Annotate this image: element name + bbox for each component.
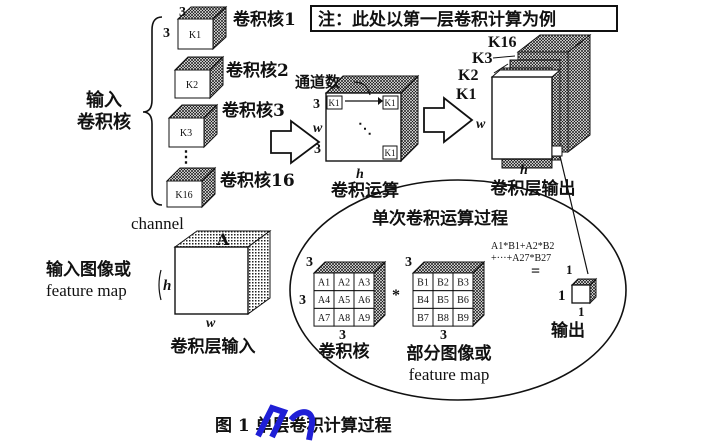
kernel-2-label: 卷积核2	[225, 60, 289, 81]
input-dim-w: w	[206, 316, 216, 331]
note-box	[310, 5, 618, 32]
output-layer-label: 卷积层输出	[490, 178, 576, 199]
output-tag-k16: K16	[488, 34, 516, 51]
conv-op-label: 卷积运算	[330, 180, 399, 201]
kernel-3: K3 卷积核3	[167, 100, 285, 149]
out-label: 输出	[551, 320, 585, 341]
kgrid-cell-label-2: A2	[338, 278, 350, 289]
kgrid-cell-9	[353, 307, 375, 327]
output-tag-k2: K2	[458, 67, 478, 84]
arrow-to-conv	[270, 119, 321, 165]
kernel-16-tag: K16	[175, 190, 192, 201]
caption: 图 1 单层卷积计算过程	[215, 415, 392, 436]
input-block	[173, 230, 272, 315]
pgrid-cell-label-2: B2	[437, 278, 449, 289]
out-dim-bottom: 1	[578, 304, 585, 319]
conv-dim-3b: 3	[314, 142, 321, 157]
input-kernel-label-2: 卷积核	[76, 111, 131, 133]
kgrid-cell-label-1: A1	[318, 278, 330, 289]
input-label-1: 输入图像或	[46, 259, 131, 280]
kernel-brace	[142, 16, 163, 206]
output-tag-k3: K3	[472, 50, 492, 67]
input-block-letter: A	[216, 230, 230, 249]
kernel-2: K2 卷积核2	[173, 55, 289, 100]
kgrid-cell-label-9: A9	[358, 313, 370, 324]
watermark-mark-2	[288, 409, 316, 441]
pgrid-dim-top: 3	[405, 255, 412, 270]
output-tag-leader-2	[493, 63, 509, 74]
pgrid-cell-label-4: B4	[417, 295, 429, 306]
pgrid-dim-bottom: 3	[440, 328, 447, 343]
pgrid-cell-label-6: B6	[457, 295, 469, 306]
single-conv-ellipse	[289, 179, 627, 401]
formula-line-1: A1*B1+A2*B2	[491, 241, 554, 252]
kernel-1-label: 卷积核1	[232, 9, 296, 30]
conv-dim-w: w	[313, 121, 323, 136]
conv-dim-3a: 3	[313, 97, 320, 112]
input-bracket	[158, 269, 162, 301]
single-conv-title: 单次卷积运算过程	[372, 208, 508, 229]
input-label-2: feature map	[46, 281, 127, 300]
kgrid-cell-label-6: A6	[358, 295, 370, 306]
note-text: 注：此处以第一层卷积计算为例	[318, 9, 556, 30]
conv-k1-right: K1	[385, 98, 396, 108]
output-dim-w: w	[476, 117, 486, 132]
svg-text:⋱: ⋱	[358, 122, 372, 137]
pgrid-cell-label-1: B1	[417, 278, 429, 289]
arrow-to-output	[423, 96, 474, 144]
formula-line-2: +···+A27*B27	[491, 253, 551, 264]
conv-dim-h: h	[356, 167, 364, 182]
output-tag-leader-1	[492, 55, 516, 59]
kernel-1: K1 卷积核1 3 3	[163, 5, 296, 51]
pgrid-cell-label-3: B3	[457, 278, 469, 289]
equals-symbol: =	[531, 263, 540, 280]
kernel-3-tag: K3	[180, 128, 192, 139]
channel-label: channel	[131, 214, 184, 233]
output-stack	[490, 33, 592, 169]
kernel-2-tag: K2	[186, 80, 198, 91]
kgrid-cell-label-4: A4	[318, 295, 330, 306]
output-pointer-line	[559, 155, 589, 275]
kgrid-dim-left: 3	[299, 293, 306, 308]
kgrid-dim-top: 3	[306, 255, 313, 270]
kernel-1-height: 3	[163, 26, 170, 41]
patch-label-1: 部分图像或	[407, 343, 492, 364]
kernel-16-label: 卷积核16	[219, 170, 295, 191]
input-kernel-label-1: 输入	[86, 89, 122, 111]
output-cell	[570, 277, 598, 305]
kernel-3-label: 卷积核3	[221, 100, 285, 121]
input-layer-label: 卷积层输入	[170, 336, 256, 357]
kgrid-cell-label-5: A5	[338, 295, 350, 306]
output-tag-k1: K1	[456, 86, 476, 103]
kernel-ellipsis: ⋮	[178, 149, 194, 166]
channel-count-pointer	[353, 81, 371, 96]
kernel-1-depth: 3	[179, 5, 186, 20]
pgrid-cell-9	[452, 307, 474, 327]
kernel-grid-label: 卷积核	[318, 341, 370, 362]
out-dim-top: 1	[566, 262, 573, 277]
kernel-16: K16 卷积核16	[165, 166, 295, 209]
conv-k1-bottom: K1	[385, 148, 396, 158]
kgrid-cell-label-7: A7	[318, 313, 330, 324]
pgrid-cell-label-5: B5	[437, 295, 449, 306]
times-symbol: *	[392, 287, 400, 304]
channel-count-label: 通道数	[295, 73, 341, 91]
pgrid-cell-label-7: B7	[417, 313, 429, 324]
pgrid-cell-label-9: B9	[457, 313, 469, 324]
watermark-mark	[255, 404, 289, 439]
patch-label-2: feature map	[409, 365, 490, 384]
out-dim-left: 1	[558, 288, 566, 304]
kgrid-cell-label-8: A8	[338, 313, 350, 324]
kernel-1-tag: K1	[189, 30, 201, 41]
conv-block: K1 K1 ⋱ K1	[324, 74, 420, 163]
input-dim-h: h	[163, 278, 171, 294]
output-dim-h: h	[520, 163, 528, 178]
kgrid-dim-bottom: 3	[339, 328, 346, 343]
pgrid-cell-label-8: B8	[437, 313, 449, 324]
kgrid-cell-label-3: A3	[358, 278, 370, 289]
conv-k1-left: K1	[329, 98, 340, 108]
